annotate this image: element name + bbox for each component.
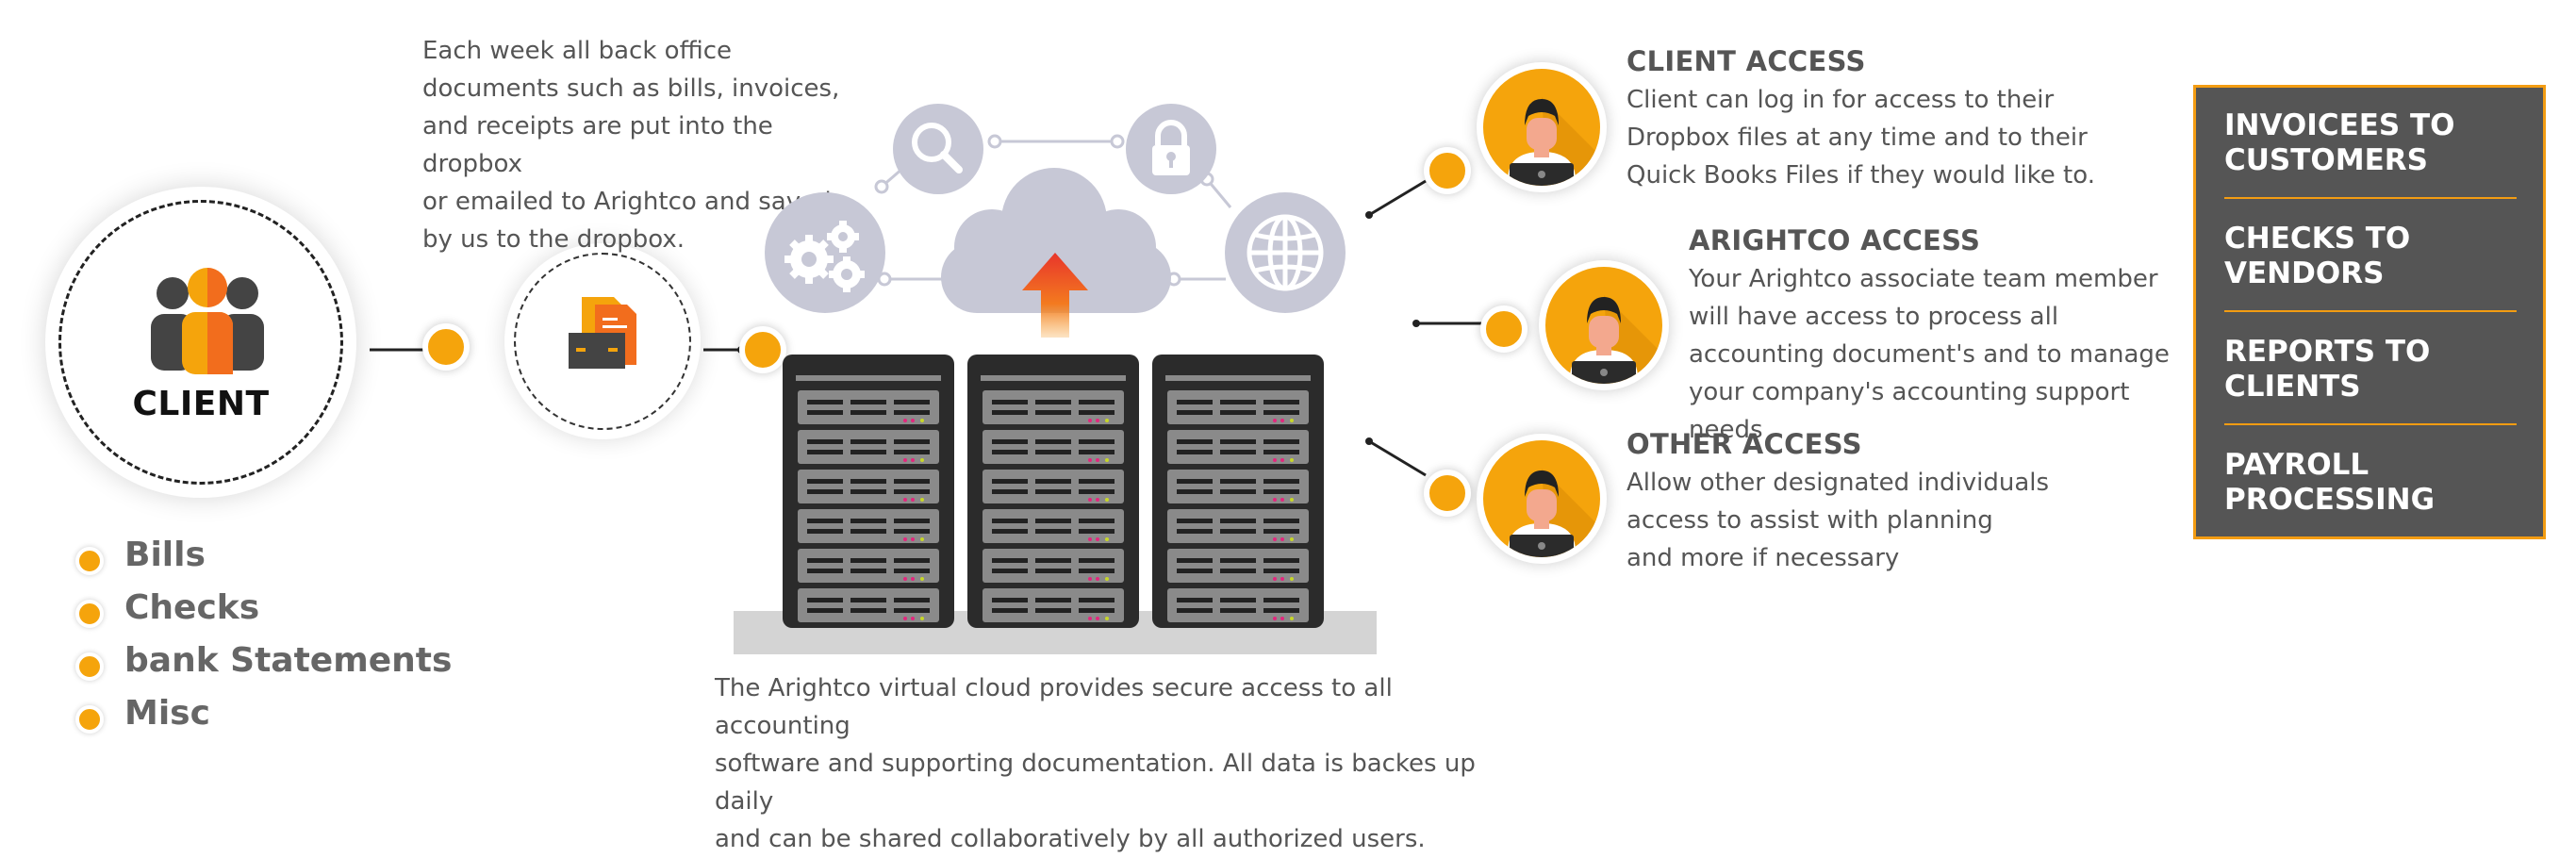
- other-access-avatar: [1477, 434, 1607, 564]
- list-item-label: Misc: [124, 694, 210, 733]
- arightco-access-block: ARIGHTCO ACCESS Your Arightco associate …: [1689, 224, 2198, 449]
- description-line: your company's accounting support needs: [1689, 378, 2130, 444]
- bullet-dot: [75, 600, 104, 628]
- list-item-label: Checks: [124, 588, 260, 627]
- person-laptop-icon: [1570, 295, 1662, 384]
- service-reports: REPORTS TO CLIENTS: [2224, 335, 2517, 404]
- other-access-title: OTHER ACCESS: [1627, 428, 1862, 460]
- description-line: and more if necessary: [1627, 544, 1900, 572]
- bullet-dot: [75, 652, 104, 681]
- arightco-access-dot: [1480, 305, 1527, 353]
- description-line: Dropbox files at any time and to their: [1627, 124, 2088, 152]
- client-node: CLIENT: [45, 187, 356, 498]
- other-access-dot: [1424, 470, 1471, 517]
- client-access-avatar: [1477, 62, 1607, 192]
- client-access-title: CLIENT ACCESS: [1627, 45, 1866, 77]
- person-laptop-icon: [1508, 97, 1600, 186]
- service-line: CUSTOMERS: [2224, 143, 2428, 177]
- client-label: CLIENT: [132, 385, 270, 423]
- divider: [2224, 197, 2517, 199]
- services-panel: INVOICEES TO CUSTOMERS CHECKS TO VENDORS…: [2193, 85, 2546, 539]
- dropbox-note-line: documents such as bills, invoices,: [422, 74, 840, 103]
- service-line: INVOICEES TO: [2224, 108, 2455, 142]
- description-line: Quick Books Files if they would like to.: [1627, 161, 2095, 190]
- arightco-access-title: ARIGHTCO ACCESS: [1689, 224, 1981, 256]
- service-line: VENDORS: [2224, 256, 2385, 290]
- dropbox-note-line: and receipts are put into the dropbox: [422, 112, 773, 178]
- dropbox-note-line: Each week all back office: [422, 37, 733, 65]
- lock-icon: [1126, 104, 1216, 194]
- description-line: Allow other designated individuals: [1627, 469, 2050, 497]
- client-access-description: Client can log in for access to their Dr…: [1627, 81, 2117, 194]
- gears-icon: [765, 192, 885, 313]
- service-line: PAYROLL: [2224, 448, 2370, 482]
- client-access-dot: [1424, 147, 1471, 194]
- divider: [2224, 310, 2517, 312]
- dropbox-note-line: or emailed to Arightco and saved: [422, 188, 832, 216]
- globe-icon: [1225, 192, 1346, 313]
- client-dashed-ring: [58, 200, 343, 485]
- service-checks: CHECKS TO VENDORS: [2224, 222, 2517, 291]
- description-line: access to assist with planning: [1627, 506, 1993, 535]
- list-item-label: bank Statements: [124, 641, 453, 680]
- cloud-note-line: software and supporting documentation. A…: [715, 750, 1476, 816]
- documents-connector-dot: [739, 326, 786, 373]
- search-icon: [893, 104, 983, 194]
- upload-arrow-icon: [1022, 253, 1088, 338]
- cloud-note-line: and can be shared collaboratively by all…: [715, 825, 1426, 853]
- arightco-access-avatar: [1539, 260, 1669, 390]
- description-line: Client can log in for access to their: [1627, 86, 2055, 114]
- service-line: CHECKS TO: [2224, 222, 2411, 256]
- documents-node: [504, 243, 701, 439]
- description-line: accounting document's and to manage: [1689, 340, 2170, 369]
- server-rack-icon: [783, 355, 1329, 628]
- arightco-access-description: Your Arightco associate team member will…: [1689, 260, 2198, 449]
- service-line: CLIENTS: [2224, 370, 2361, 404]
- dropbox-note-line: by us to the dropbox.: [422, 225, 685, 254]
- cloud-note-line: The Arightco virtual cloud provides secu…: [715, 674, 1393, 740]
- bullet-dot: [75, 705, 104, 734]
- service-line: REPORTS TO: [2224, 335, 2431, 369]
- service-line: PROCESSING: [2224, 483, 2436, 517]
- client-access-block: CLIENT ACCESS Client can log in for acce…: [1627, 45, 2117, 194]
- divider: [2224, 423, 2517, 425]
- list-item-label: Bills: [124, 536, 206, 574]
- cloud-note: The Arightco virtual cloud provides secu…: [715, 669, 1488, 858]
- dropbox-note: Each week all back office documents such…: [422, 32, 856, 258]
- client-group-icon: [151, 268, 264, 374]
- person-laptop-icon: [1508, 469, 1600, 557]
- other-access-description: Allow other designated individuals acces…: [1627, 464, 2117, 577]
- bullet-dot: [75, 547, 104, 575]
- service-invoices: INVOICEES TO CUSTOMERS: [2224, 108, 2517, 178]
- documents-icon: [569, 297, 636, 369]
- description-line: Your Arightco associate team member: [1689, 265, 2158, 293]
- client-connector-dot: [422, 323, 470, 371]
- service-payroll: PAYROLL PROCESSING: [2224, 448, 2517, 518]
- other-access-block: OTHER ACCESS Allow other designated indi…: [1627, 428, 2117, 577]
- description-line: will have access to process all: [1689, 303, 2059, 331]
- documents-dashed-ring: [514, 253, 691, 430]
